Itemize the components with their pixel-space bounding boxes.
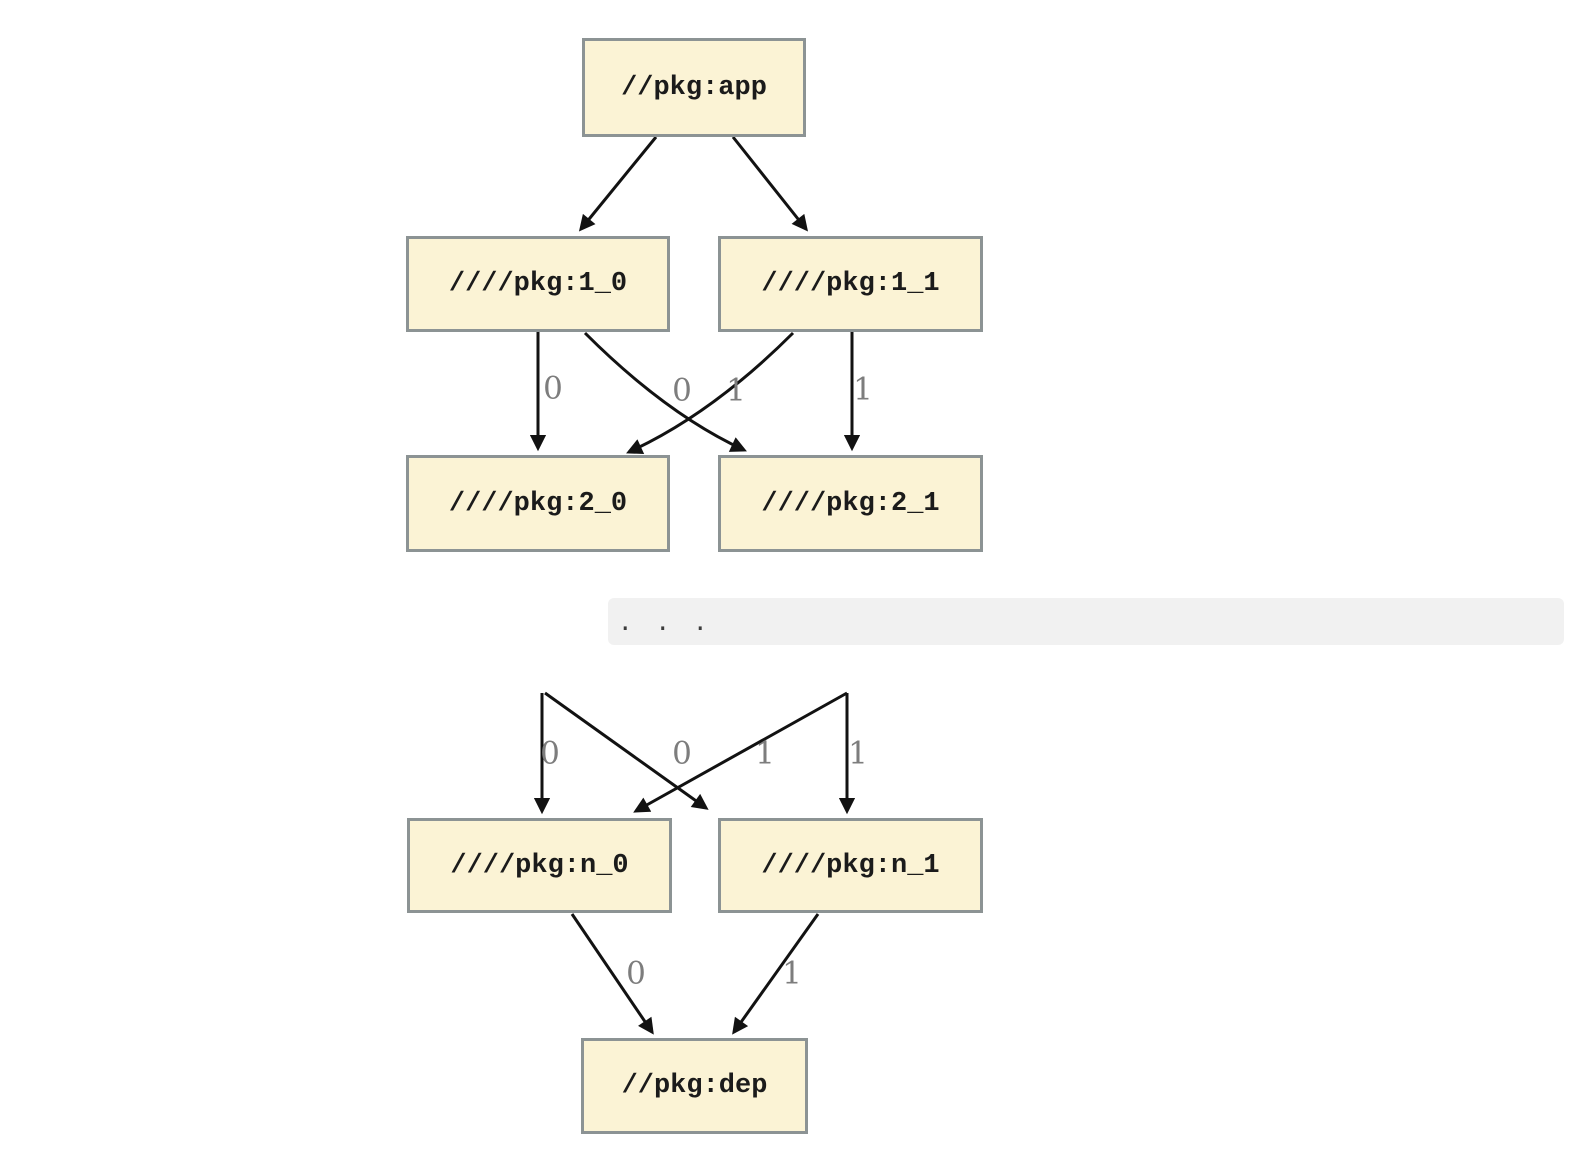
node-pkg-2_1-label: ////pkg:2_1	[761, 488, 940, 519]
node-pkg-n_0: ////pkg:n_0	[407, 818, 672, 913]
edge-1_1-to-2_0	[626, 331, 795, 454]
edge-cut-right-to-n_0	[633, 691, 848, 813]
node-pkg-n_0-label: ////pkg:n_0	[450, 850, 629, 881]
edge-label-1_1-2_0: 0	[672, 372, 692, 409]
edge-label-cut-n_0-left: 0	[540, 735, 560, 772]
node-pkg-app-label: //pkg:app	[621, 72, 767, 103]
edge-label-cut-n_1-mid: 1	[755, 735, 775, 772]
edge-app-to-1_1	[731, 136, 809, 232]
edge-label-1_0-2_1: 1	[726, 372, 746, 409]
node-pkg-n_1: ////pkg:n_1	[718, 818, 983, 913]
node-pkg-1_1-label: ////pkg:1_1	[761, 269, 940, 299]
node-pkg-app: //pkg:app	[582, 38, 806, 137]
edge-label-1_1-2_1: 1	[853, 371, 873, 408]
edge-label-1_0-2_0: 0	[543, 370, 563, 407]
edge-label-cut-n_1-right: 1	[848, 735, 868, 772]
edge-1_0-to-2_1	[583, 331, 747, 452]
edge-n_1-to-dep	[732, 913, 820, 1035]
node-pkg-2_0: ////pkg:2_0	[406, 455, 670, 552]
node-pkg-1_0-label: ////pkg:1_0	[448, 269, 628, 299]
edge-label-n_1-dep: 1	[782, 955, 802, 992]
ellipsis-dots: . . .	[618, 607, 712, 636]
node-pkg-dep-label: //pkg:dep	[621, 1071, 768, 1101]
node-pkg-n_1-label: ////pkg:n_1	[761, 850, 940, 881]
node-pkg-2_1: ////pkg:2_1	[718, 455, 983, 552]
edge-app-to-1_0	[578, 136, 658, 232]
node-pkg-dep: //pkg:dep	[581, 1038, 808, 1134]
ellipsis-band: . . .	[608, 598, 1564, 645]
edge-label-cut-n_0-mid: 0	[672, 735, 692, 772]
node-pkg-1_0: ////pkg:1_0	[406, 236, 670, 332]
node-pkg-2_0-label: ////pkg:2_0	[448, 488, 628, 519]
edge-label-n_0-dep: 0	[626, 955, 646, 992]
node-pkg-1_1: ////pkg:1_1	[718, 236, 983, 332]
